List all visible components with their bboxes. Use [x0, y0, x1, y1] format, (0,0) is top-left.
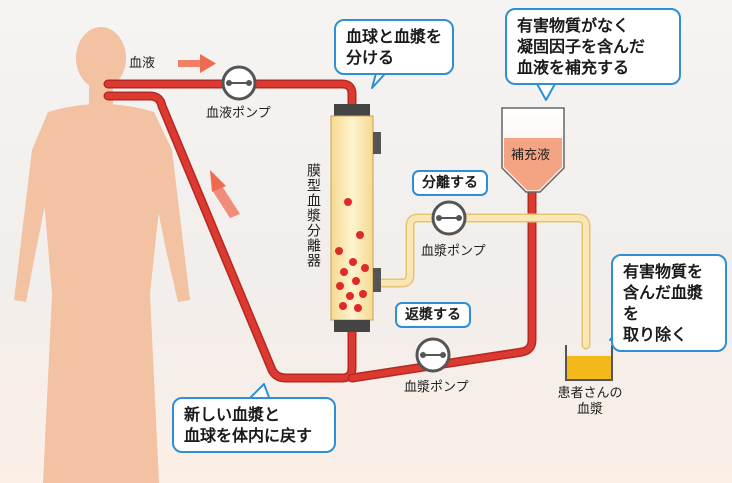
callout-replenish: 有害物質がなく 凝固因子を含んだ 血液を補充する — [505, 8, 681, 85]
callout-remove: 有害物質を 含んだ血漿を 取り除く — [611, 254, 727, 352]
tag-return-plasma: 返漿する — [395, 302, 471, 328]
blood-tubing — [103, 79, 537, 383]
plasma-pump-separation-label: 血漿ポンプ — [421, 244, 486, 259]
plasma-pump-return — [415, 337, 451, 373]
tag-separation: 分離する — [412, 170, 488, 196]
plasma-pump-return-label: 血漿ポンプ — [404, 380, 469, 395]
blood-cells — [335, 198, 369, 312]
human-body-silhouette — [14, 27, 190, 483]
flow-arrow-return — [210, 170, 240, 218]
blood-pump-label: 血液ポンプ — [206, 106, 271, 121]
replacement-fluid-bag — [501, 107, 565, 193]
flow-arrow-out — [178, 54, 216, 73]
membrane-plasma-separator — [330, 104, 381, 332]
callout-separate: 血球と血漿を 分ける — [334, 19, 454, 75]
blood-pump — [221, 65, 257, 101]
patient-plasma-label: 患者さんの 血漿 — [557, 386, 623, 417]
blood-label: 血液 — [129, 56, 156, 71]
replacement-fluid-label: 補充液 — [511, 148, 551, 163]
plasma-tubing — [377, 213, 591, 350]
plasma-pump-separation — [431, 200, 467, 236]
callout-return: 新しい血漿と 血球を体内に戻す — [172, 397, 336, 453]
separator-label: 膜型血漿分離器 — [305, 163, 321, 268]
waste-plasma-cup — [565, 345, 613, 381]
